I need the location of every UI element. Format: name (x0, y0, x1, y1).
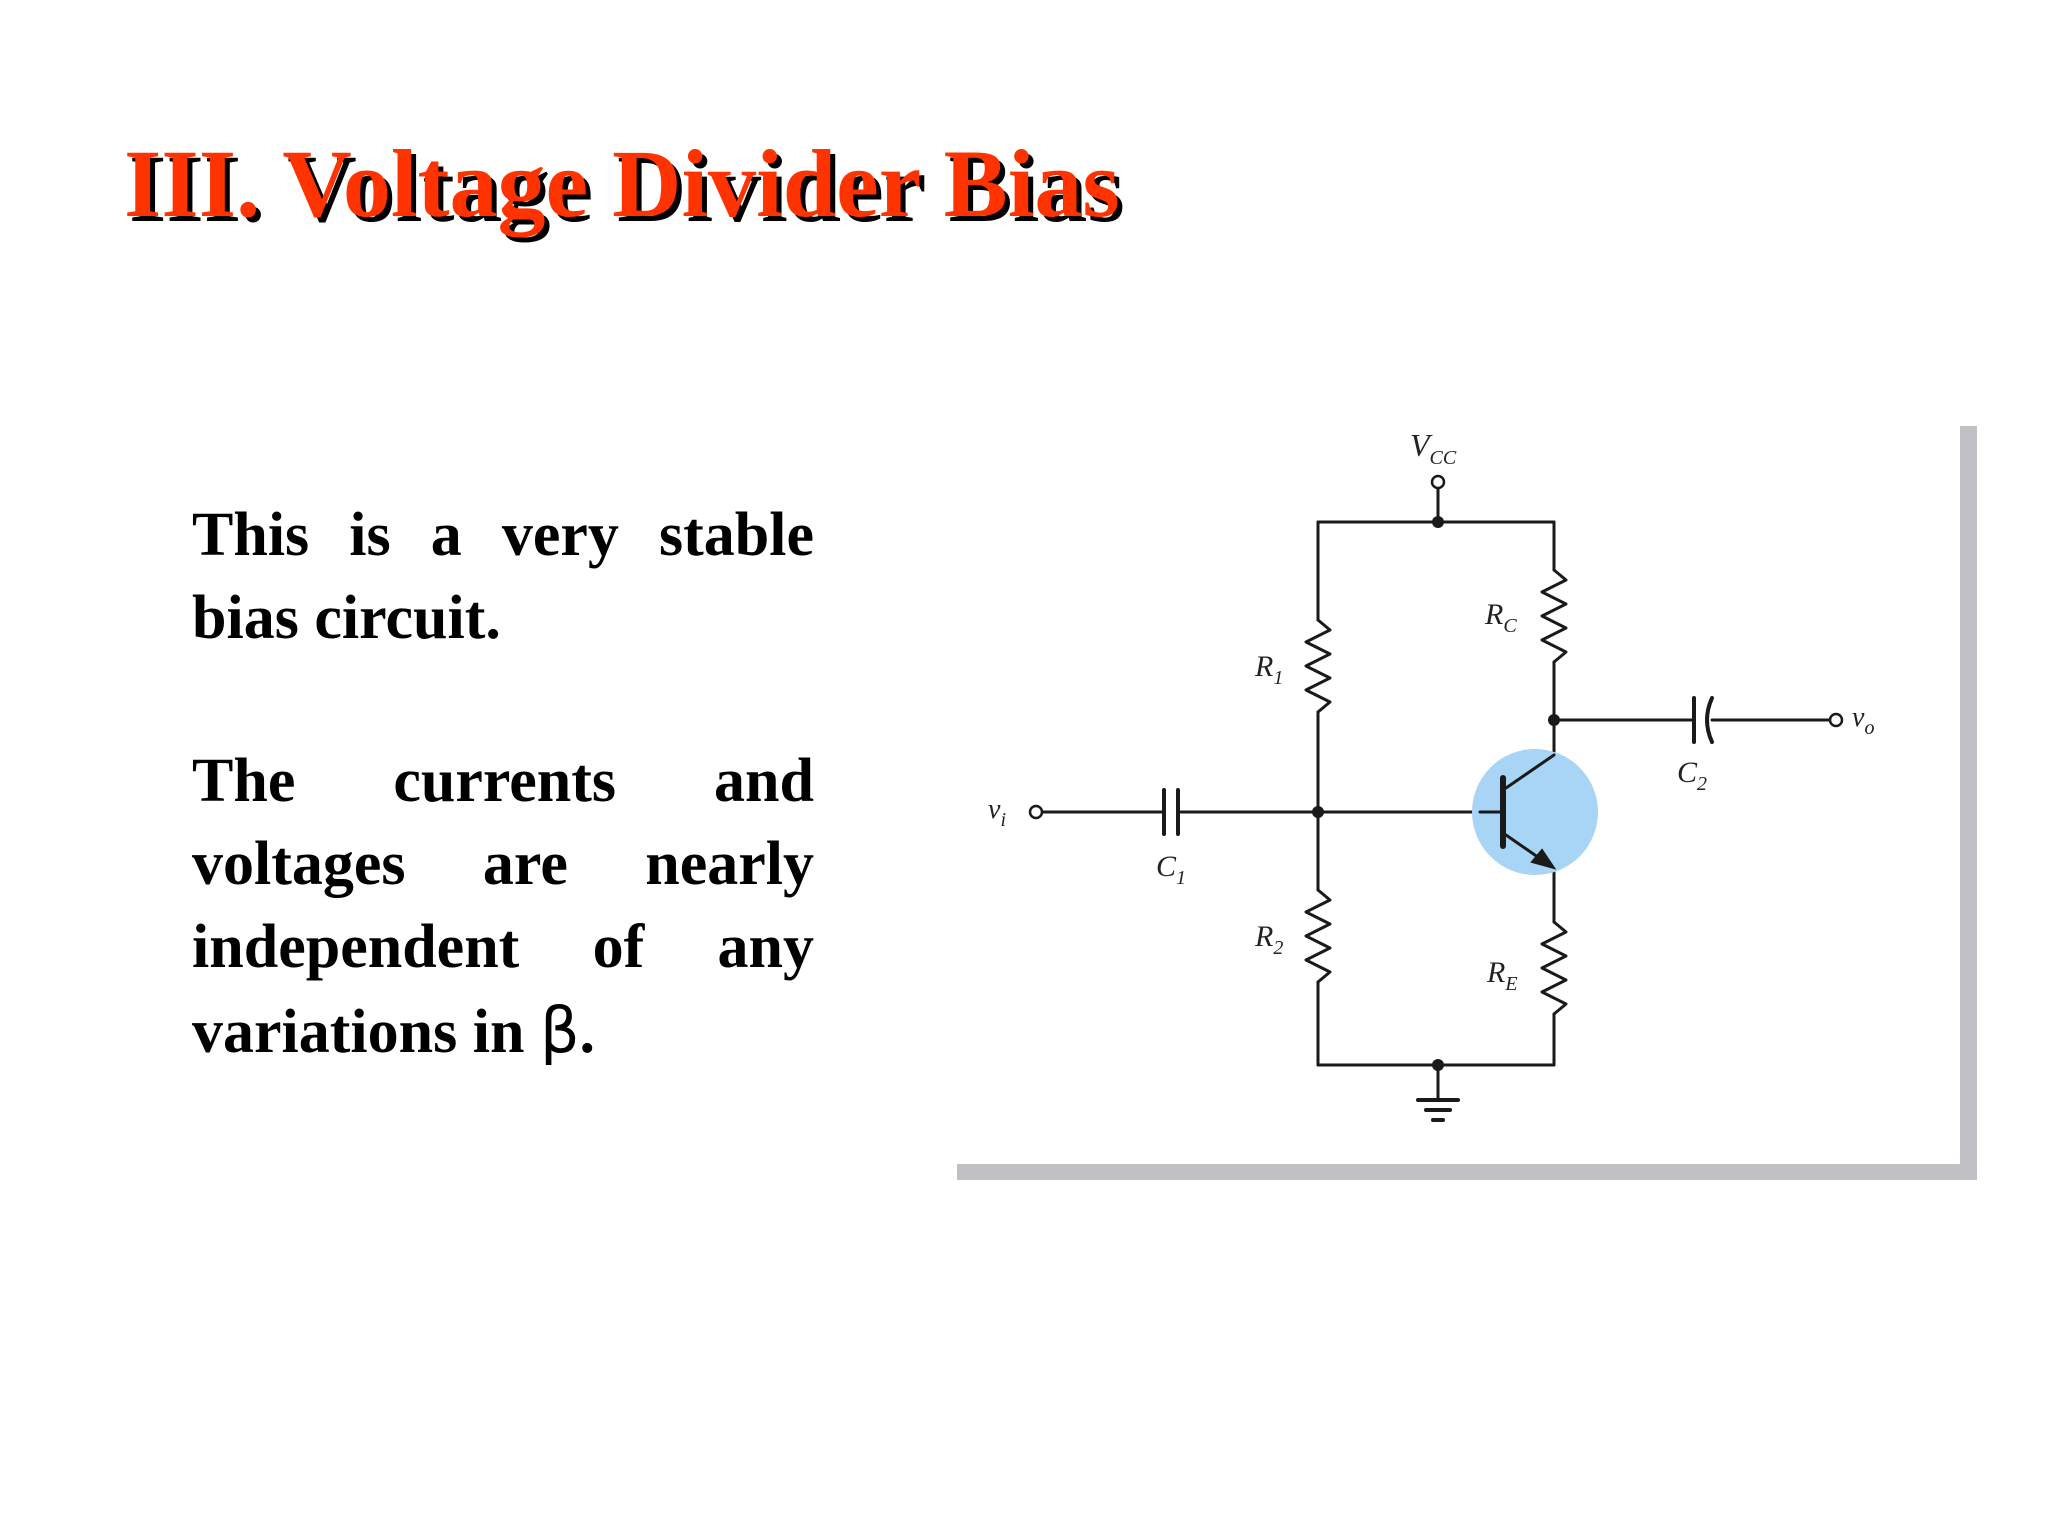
re-subscript: E (1504, 973, 1517, 995)
c2-letter: C (1677, 756, 1698, 789)
r1-letter: R (1254, 650, 1273, 683)
slide-title: III. Voltage Divider Bias (124, 130, 1120, 237)
label-vo: vo (1852, 702, 1874, 739)
resistor-rc (1540, 568, 1568, 664)
r2-subscript: 2 (1273, 937, 1283, 959)
emitter-arrow (1530, 848, 1557, 870)
resistor-r1 (1304, 618, 1332, 714)
label-re: RE (1486, 956, 1518, 995)
vcc-terminal (1430, 474, 1446, 490)
label-r1: R1 (1254, 650, 1283, 689)
vi-subscript: i (1000, 809, 1006, 831)
resistor-re (1540, 920, 1568, 1016)
resistor-r2 (1304, 888, 1332, 984)
c1-subscript: 1 (1176, 867, 1186, 889)
label-r2: R2 (1254, 920, 1283, 959)
re-letter: R (1486, 956, 1505, 989)
c2-subscript: 2 (1697, 773, 1707, 795)
circuit-figure: VCC R1 R2 RC RE C1 C2 vi vo (940, 410, 1960, 1164)
voltage-divider-circuit-diagram: VCC R1 R2 RC RE C1 C2 vi vo (988, 427, 1874, 1122)
label-vi: vi (988, 794, 1006, 831)
label-c2: C2 (1677, 756, 1707, 795)
rc-subscript: C (1503, 615, 1517, 637)
vi-terminal (1028, 804, 1044, 820)
c1-letter: C (1156, 850, 1177, 883)
label-vcc: VCC (1410, 427, 1457, 469)
paragraph-beta-independence: The currents and voltages are nearly ind… (192, 740, 814, 1074)
beta-symbol: β (539, 994, 580, 1067)
junction-top (1432, 516, 1444, 528)
vi-letter: v (988, 794, 1001, 825)
vo-terminal (1828, 712, 1844, 728)
paragraph-period: . (579, 998, 596, 1066)
label-c1: C1 (1156, 850, 1186, 889)
capacitor-c2-plate-right (1705, 696, 1714, 744)
paragraph-stable-bias: This is a very stable bias circuit. (192, 501, 814, 652)
paragraph-text: The currents and voltages are nearly ind… (192, 747, 814, 1066)
vcc-subscript: CC (1430, 447, 1457, 469)
vo-subscript: o (1864, 717, 1874, 739)
r2-letter: R (1254, 920, 1273, 953)
vcc-letter: V (1410, 427, 1433, 463)
junction-bottom (1432, 1059, 1444, 1071)
vo-letter: v (1852, 702, 1865, 733)
rc-letter: R (1484, 598, 1503, 631)
label-rc: RC (1484, 598, 1517, 637)
collector-lead-top (1504, 753, 1556, 790)
junction-base (1312, 806, 1324, 818)
r1-subscript: 1 (1273, 667, 1283, 689)
junction-collector (1548, 714, 1560, 726)
